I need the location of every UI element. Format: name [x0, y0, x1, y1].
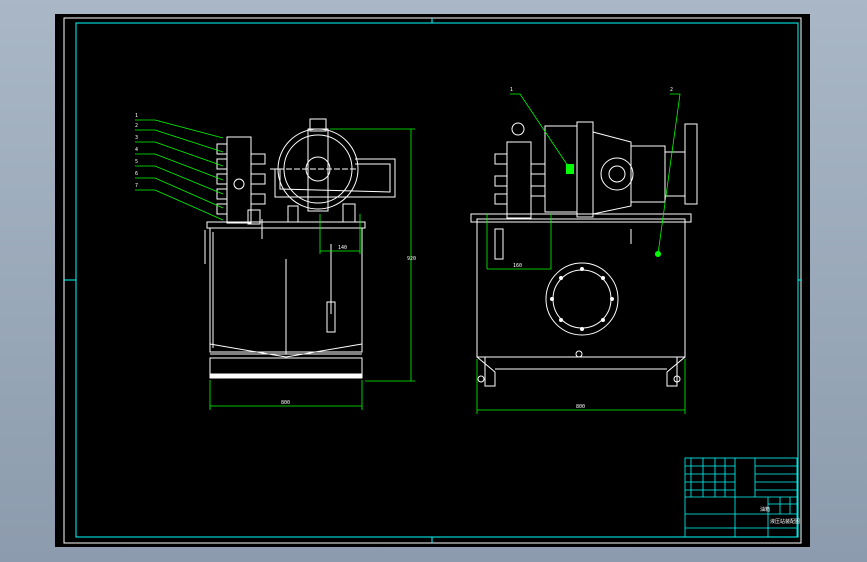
drawing-viewport[interactable]: 1 2 3 4 5 6 7 800 920 140: [55, 14, 810, 547]
leader-label: 2: [135, 123, 138, 129]
sheet-outer-frame: [63, 17, 802, 544]
dim-height-left: 920: [407, 256, 416, 262]
valve-stack: [226, 136, 252, 224]
dim-inner-left: 140: [338, 245, 347, 251]
left-view-leader-labels: 1 2 3 4 5 6 7: [135, 113, 138, 189]
dim-width-right: 800: [576, 404, 585, 410]
bell-housing: [592, 131, 632, 215]
leader-label: 1: [135, 113, 138, 119]
dim-inner-right: 160: [513, 263, 522, 269]
leader-label: 7: [135, 183, 138, 189]
green-marker: [566, 164, 574, 174]
left-view-leaders: [135, 119, 224, 221]
right-view-leaders: [476, 93, 686, 414]
title-block: [684, 457, 798, 538]
leader-label: 3: [135, 135, 138, 141]
dim-width-left: 800: [281, 400, 290, 406]
tank-lid: [206, 221, 366, 229]
leader-label: 6: [135, 171, 138, 177]
leader-label: 5: [135, 159, 138, 165]
leader-label: 1: [510, 87, 513, 93]
pipe-line: [270, 163, 391, 193]
right-view: [470, 121, 698, 387]
leader-label: 2: [670, 87, 673, 93]
tank-bottom-slope: [209, 343, 363, 358]
pressure-gauge: [511, 122, 525, 136]
left-view-dimensions: [209, 128, 415, 410]
green-point: [655, 251, 661, 257]
cad-drawing: 1 2 3 4 5 6 7 800 920 140: [63, 17, 802, 544]
motor-center-block: [307, 128, 329, 212]
tank-side-base: [476, 356, 496, 387]
inspection-cover-outer: [545, 262, 619, 336]
title-block-drawing-no: 油箱: [760, 506, 770, 513]
motor-side: [630, 145, 666, 203]
left-view: [204, 118, 396, 379]
leader-label: 4: [135, 147, 138, 153]
tank-side-body: [476, 218, 686, 358]
title-block-title: 液压站装配图: [770, 518, 800, 525]
sheet-border: [75, 22, 799, 538]
